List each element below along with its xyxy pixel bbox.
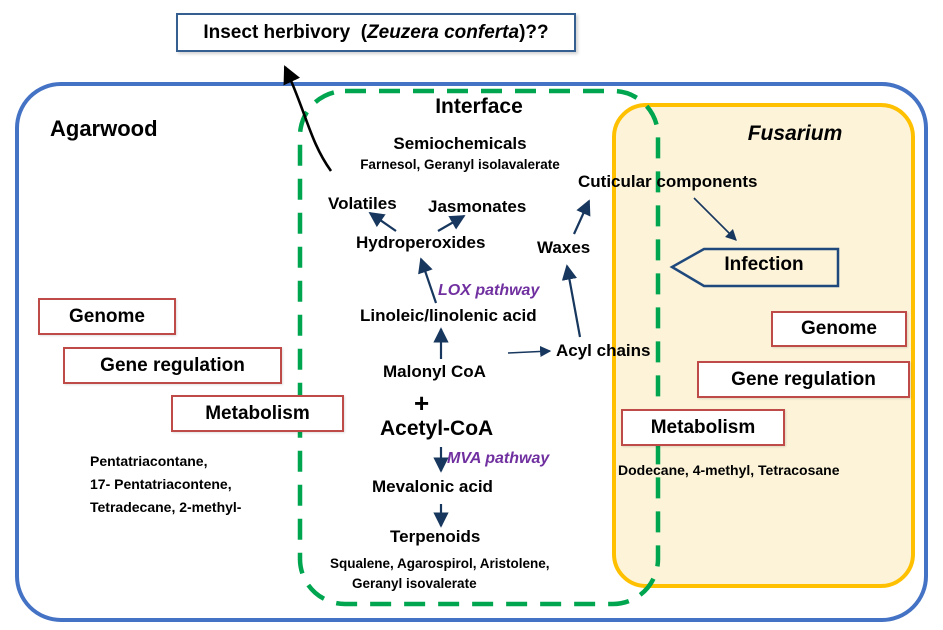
insect-herbivory-box: Insect herbivory (Zeuzera conferta)?? bbox=[176, 13, 576, 52]
mevalonic-acid-label: Mevalonic acid bbox=[372, 477, 493, 496]
agarwood-metabolism-label: Metabolism bbox=[205, 402, 310, 424]
fusarium-metabolism-label: Metabolism bbox=[650, 416, 756, 438]
interface-label: Interface bbox=[435, 95, 523, 118]
acyl-chains-label: Acyl chains bbox=[556, 341, 651, 360]
agarwood-genome-label: Genome bbox=[68, 305, 146, 327]
plus-icon: + bbox=[414, 388, 430, 418]
acetyl-coa-label: Acetyl-CoA bbox=[380, 417, 494, 440]
hydroperoxides-label: Hydroperoxides bbox=[356, 233, 486, 252]
mva-pathway-label: MVA pathway bbox=[447, 450, 550, 467]
terpenoid-compounds-line2: Geranyl isovalerate bbox=[352, 576, 477, 591]
semiochemicals-label: Semiochemicals bbox=[393, 134, 527, 153]
fusarium-metabolism-box: Metabolism bbox=[621, 409, 785, 446]
semiochemicals-compounds: Farnesol, Geranyl isolavalerate bbox=[360, 157, 560, 172]
agarwood-label: Agarwood bbox=[50, 116, 158, 141]
agarwood-compound-2: 17- Pentatriacontene, bbox=[90, 476, 232, 492]
agarwood-gene-regulation-label: Gene regulation bbox=[100, 354, 245, 376]
infection-label: Infection bbox=[724, 254, 804, 275]
volatiles-label: Volatiles bbox=[328, 194, 397, 213]
fusarium-genome-box: Genome bbox=[771, 311, 907, 347]
fusarium-gene-regulation-label: Gene regulation bbox=[731, 368, 876, 390]
fusarium-compounds: Dodecane, 4-methyl, Tetracosane bbox=[618, 462, 840, 478]
agarwood-gene-regulation-box: Gene regulation bbox=[63, 347, 282, 384]
agarwood-metabolism-box: Metabolism bbox=[171, 395, 344, 432]
linoleic-label: Linoleic/linolenic acid bbox=[360, 306, 537, 325]
agarwood-compounds: Pentatriacontane, 17- Pentatriacontene, … bbox=[90, 450, 241, 519]
agarwood-compound-1: Pentatriacontane, bbox=[90, 453, 208, 469]
lox-pathway-label: LOX pathway bbox=[438, 282, 540, 299]
agarwood-compound-3: Tetradecane, 2-methyl- bbox=[90, 499, 242, 515]
agarwood-genome-box: Genome bbox=[38, 298, 176, 335]
terpenoid-compounds-line1: Squalene, Agarospirol, Aristolene, bbox=[330, 556, 550, 571]
terpenoids-label: Terpenoids bbox=[390, 527, 481, 546]
fusarium-genome-label: Genome bbox=[800, 318, 878, 339]
jasmonates-label: Jasmonates bbox=[428, 197, 527, 216]
fusarium-label: Fusarium bbox=[747, 122, 843, 145]
waxes-label: Waxes bbox=[537, 238, 591, 257]
cuticular-components-label: Cuticular components bbox=[578, 172, 758, 191]
insect-herbivory-prefix: Insect herbivory ( bbox=[203, 21, 368, 43]
insect-herbivory-suffix: )?? bbox=[519, 21, 549, 43]
fusarium-gene-regulation-box: Gene regulation bbox=[697, 361, 910, 398]
malonyl-coa-label: Malonyl CoA bbox=[383, 362, 486, 381]
insect-herbivory-species: Zeuzera conferta bbox=[367, 21, 520, 43]
